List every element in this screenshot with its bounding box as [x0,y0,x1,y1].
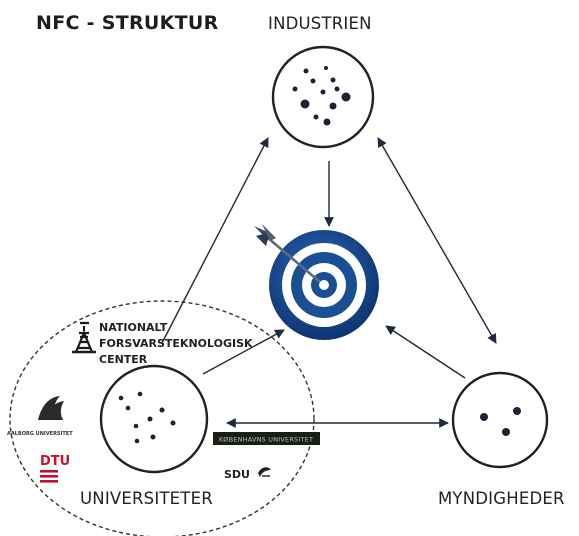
dtu-logo: DTU [40,454,70,483]
nfc-logo-line2: FORSVARSTEKNOLOGISK [99,337,253,350]
sdu-leaf-icon [258,467,271,477]
arrow-myndigheder-to-target [385,325,466,379]
universiteter-label: UNIVERSITETER [80,489,213,508]
aau-wave-logo [38,396,64,420]
nfc-logo-line3: CENTER [99,353,148,366]
arrow-universiteter-industrien [161,137,269,344]
arrow-universiteter-to-target [202,329,285,375]
industrien-node [271,45,375,149]
myndigheder-node [451,371,549,469]
diagram-title: NFC - STRUKTUR [36,12,219,34]
arrow-industrien-myndigheder [377,137,497,344]
universiteter-node [99,364,209,474]
ku-logo: KØBENHAVNS UNIVERSITET [213,432,320,445]
aau-logo-text: AALBORG UNIVERSITET [7,431,73,437]
bullseye-with-arrow-icon [254,224,379,340]
myndigheder-label: MYNDIGHEDER [438,489,565,508]
radio-tower-icon [72,321,96,354]
ku-logo-text: KØBENHAVNS UNIVERSITET [219,436,313,444]
dtu-logo-text: DTU [40,454,70,469]
industrien-label: INDUSTRIEN [268,14,372,33]
nfc-logo-line1: NATIONALT [99,321,168,334]
sdu-logo-text: SDU [224,468,250,481]
